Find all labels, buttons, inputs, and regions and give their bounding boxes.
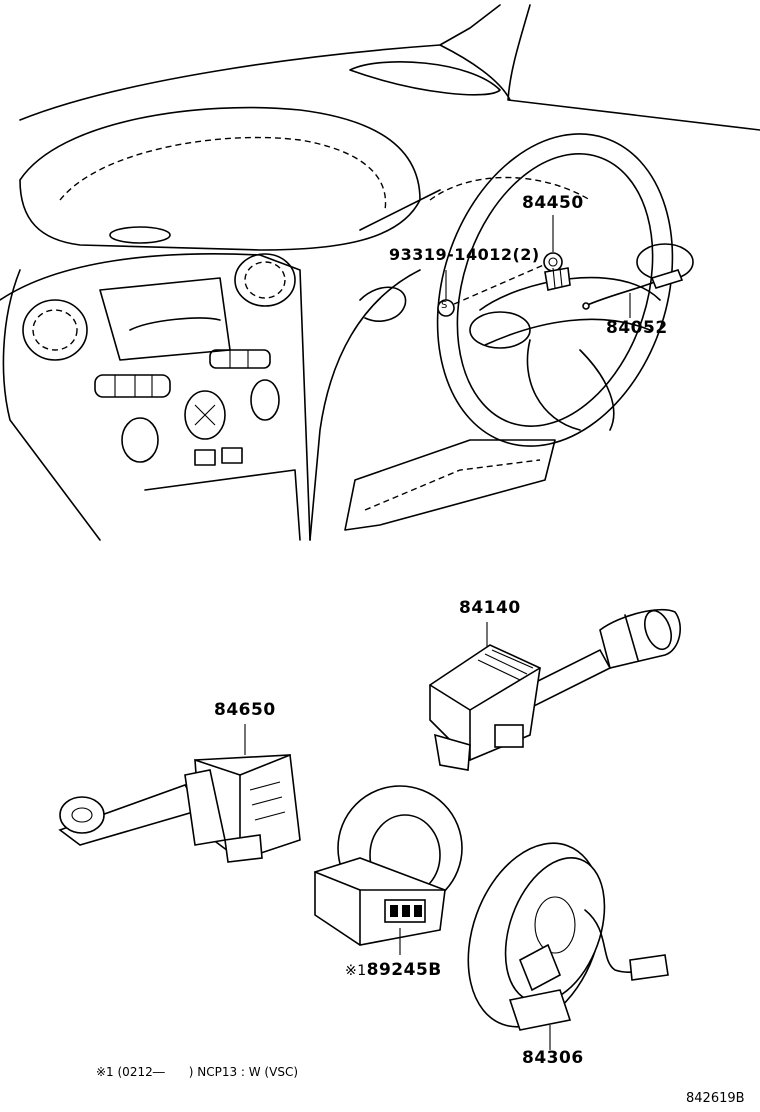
wiper-switch-part	[429, 608, 681, 771]
horn-button-part	[543, 215, 571, 291]
spiral-cable-part	[467, 842, 669, 1050]
label-yaw-rate-sensor: ※189245B	[345, 960, 442, 980]
label-horn-button: 84450	[522, 193, 584, 213]
footnote: ※1 (0212― ) NCP13 : W (VSC)	[96, 1065, 299, 1079]
diagram-code: 842619B	[686, 1091, 745, 1106]
yaw-rate-sensor-part	[314, 785, 463, 955]
headlamp-switch-part	[58, 724, 301, 863]
horn-wire-part	[582, 269, 684, 318]
label-screw: 93319-14012(2)	[389, 245, 540, 264]
label-wiper-switch: 84140	[459, 598, 521, 618]
dashboard-illustration	[0, 4, 760, 541]
screw-symbol-letter: S	[441, 300, 448, 311]
yaw-rate-number: 89245B	[366, 960, 442, 980]
label-spiral-cable: 84306	[522, 1048, 584, 1068]
yaw-rate-prefix: ※1	[345, 963, 367, 979]
label-horn-wire: 84052	[606, 318, 668, 338]
steering-wheel	[429, 133, 694, 447]
label-headlamp-switch: 84650	[214, 700, 276, 720]
screw-symbol	[437, 270, 455, 317]
